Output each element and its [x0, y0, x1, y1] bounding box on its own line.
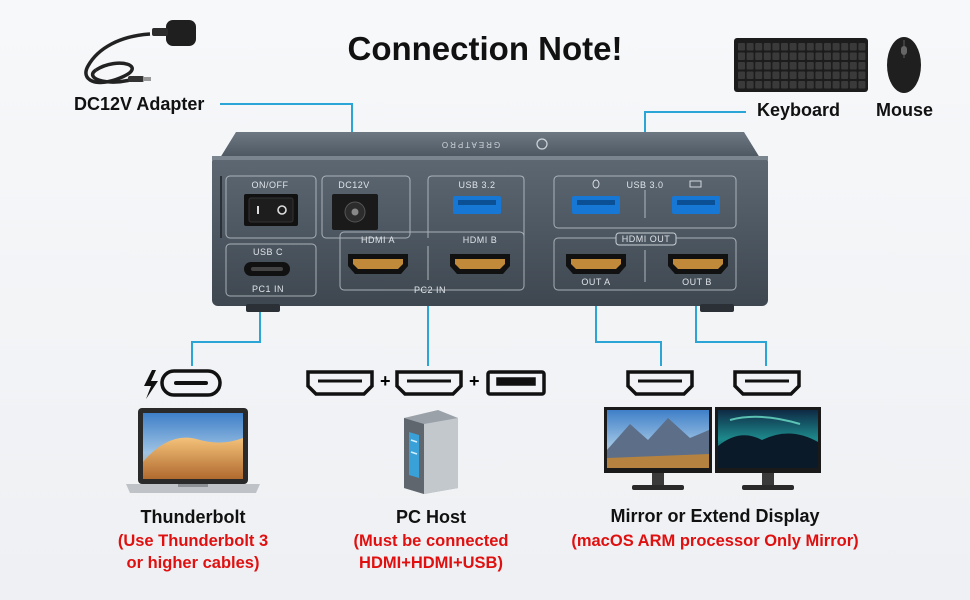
laptop-icon: [126, 408, 260, 493]
keyboard-glyph-icon: [689, 180, 702, 188]
label-usb-c: USB C: [253, 247, 283, 257]
label-hdmi-b: HDMI B: [463, 235, 498, 245]
mouse-glyph-icon: [592, 179, 600, 189]
display-note: (macOS ARM processor Only Mirror): [571, 532, 859, 550]
hdmi-a-port: [348, 254, 408, 274]
kvm-switch: GREATPRO: [212, 132, 768, 312]
label-out-b: OUT B: [682, 277, 712, 287]
hdmi-out-a-port: [566, 254, 626, 274]
hdmi-connector-icon-3: [626, 370, 694, 396]
dc-adapter-icon: [84, 20, 196, 85]
monitor-right-icon: [715, 407, 821, 490]
page-title: Connection Note!: [347, 30, 623, 67]
label-dc12v: DC12V: [338, 180, 370, 190]
brand-text: GREATPRO: [440, 140, 500, 149]
hdmi-connector-icon-4: [733, 370, 801, 396]
label-on-off: ON/OFF: [252, 180, 289, 190]
pc-host-title: PC Host: [395, 507, 466, 527]
brand-logo-icon: [536, 138, 548, 150]
display-title: Mirror or Extend Display: [610, 506, 820, 526]
thunderbolt-note-1: (Use Thunderbolt 3: [117, 532, 269, 550]
pc-host-note-1: (Must be connected: [353, 532, 509, 550]
hdmi-connector-icon-2: [395, 370, 463, 396]
thunderbolt-connector-icon: [144, 369, 222, 399]
hdmi-connector-icon-1: [306, 370, 374, 396]
keyboard-icon: [734, 38, 868, 92]
label-pc1-in: PC1 IN: [252, 284, 284, 294]
pc-host-note-2: HDMI+HDMI+USB): [359, 554, 503, 572]
adapter-label: DC12V Adapter: [74, 94, 205, 114]
label-hdmi-out: HDMI OUT: [622, 234, 671, 244]
label-out-a: OUT A: [581, 277, 610, 287]
label-usb32: USB 3.2: [458, 180, 495, 190]
thunderbolt-title: Thunderbolt: [140, 507, 246, 527]
label-hdmi-a: HDMI A: [361, 235, 395, 245]
hdmi-out-b-port: [668, 254, 728, 274]
mouse-label: Mouse: [876, 100, 934, 120]
label-usb30: USB 3.0: [626, 180, 663, 190]
plus-sign-1: +: [380, 371, 391, 391]
thunderbolt-note-2: or higher cables): [126, 554, 260, 572]
plus-sign-2: +: [469, 371, 480, 391]
hdmi-b-port: [450, 254, 510, 274]
mouse-icon: [887, 37, 921, 93]
monitor-left-icon: [604, 407, 712, 490]
label-pc2-in: PC2 IN: [414, 285, 446, 295]
keyboard-label: Keyboard: [757, 100, 841, 120]
usb-connector-icon: [486, 370, 546, 396]
pc-tower-icon: [404, 410, 458, 494]
